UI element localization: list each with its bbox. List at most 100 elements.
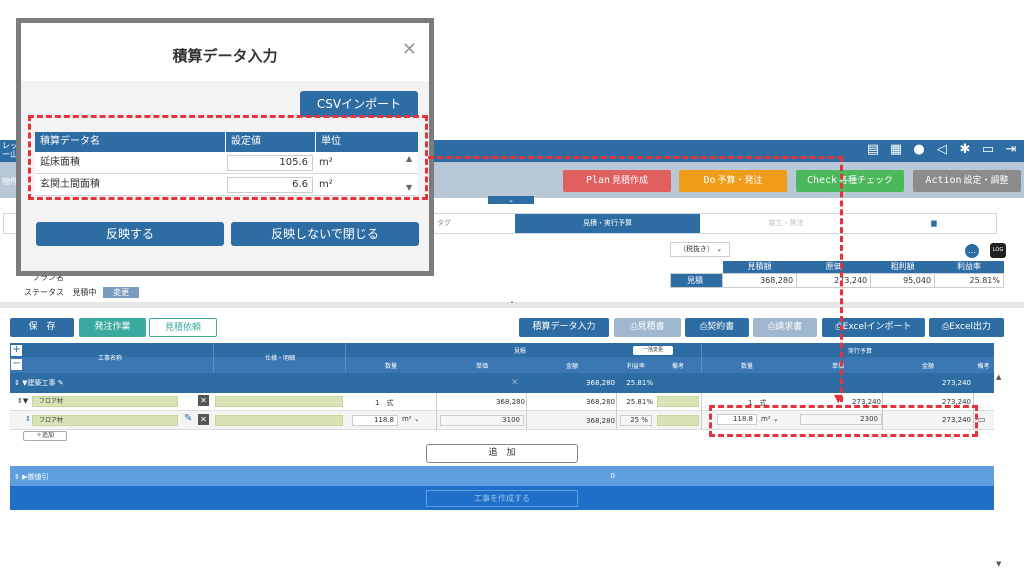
- category-rate: 25.81%: [626, 379, 653, 387]
- unit-cell: m²: [319, 157, 333, 168]
- csv-import-button[interactable]: CSVインポート: [300, 91, 418, 117]
- contract-doc-button[interactable]: ⎙契約書: [685, 318, 749, 337]
- item-spec-field[interactable]: [215, 396, 343, 407]
- calendar-icon[interactable]: ▦: [889, 142, 903, 157]
- header-spec: 仕様・明細: [264, 355, 295, 362]
- value-input[interactable]: 105.6: [227, 155, 313, 171]
- value-input[interactable]: 6.6: [227, 177, 313, 193]
- header-work-name: 工事名称: [97, 355, 122, 362]
- detail-qty-input[interactable]: 118.8: [352, 415, 398, 426]
- top-icons: ▤ ▦ ● ◁ ✱ ▭ ⇥: [866, 142, 1018, 158]
- category-row-label: ⇕ ▼建築工事 ✎: [14, 379, 64, 387]
- estimate-request-button[interactable]: 見積依頼: [149, 318, 217, 337]
- status-label: ステータス: [24, 288, 64, 297]
- summary-value: 95,040: [870, 272, 936, 288]
- header-est-note: 備考: [671, 363, 684, 370]
- log-icon[interactable]: LOG: [990, 243, 1006, 258]
- logo-line-2: ー山丁: [2, 150, 26, 159]
- detail-name-field[interactable]: フロア材: [32, 415, 178, 426]
- estimate-data-input-button[interactable]: 積算データ入力: [519, 318, 609, 337]
- chat-icon[interactable]: ●: [913, 142, 925, 157]
- create-work-button[interactable]: 工事を作成する: [426, 490, 578, 507]
- note-icon[interactable]: ▭: [978, 415, 986, 424]
- scroll-down-icon[interactable]: ▼: [406, 183, 413, 192]
- add-row-button[interactable]: 追 加: [426, 444, 578, 463]
- category-row[interactable]: [10, 373, 994, 393]
- header-data-name: 積算データ名: [35, 132, 225, 152]
- header-exec-note: 備考: [977, 363, 990, 370]
- gear-icon[interactable]: ✱: [959, 142, 971, 157]
- highlight-box-modal-table: [28, 115, 428, 200]
- detail-exec-qty-input[interactable]: 118.8: [717, 414, 757, 425]
- detail-note-field[interactable]: [657, 415, 699, 426]
- item-name-field[interactable]: フロア材: [32, 396, 178, 407]
- tab-folder[interactable]: ▆: [931, 219, 937, 227]
- close-without-apply-button[interactable]: 反映しないで閉じる: [231, 222, 419, 246]
- logout-icon[interactable]: ⇥: [1005, 142, 1017, 157]
- document-icon[interactable]: ▤: [866, 142, 880, 157]
- add-detail-button[interactable]: ＋追加: [23, 431, 67, 441]
- scroll-down-icon[interactable]: ▼: [996, 560, 1002, 568]
- delete-icon[interactable]: ✕: [198, 395, 209, 406]
- excel-import-button[interactable]: ⎙Excelインポート: [822, 318, 925, 337]
- grid-header-bottom: [10, 357, 994, 373]
- bulk-change-button[interactable]: 一括変更: [633, 346, 673, 355]
- delete-icon[interactable]: ✕: [511, 378, 519, 388]
- collapse-divider[interactable]: ⌃: [0, 302, 1024, 308]
- megaphone-icon[interactable]: ◁: [937, 142, 947, 157]
- tab-tag[interactable]: タグ: [437, 219, 451, 227]
- item-qty: 1 式: [375, 399, 394, 407]
- item-drag-handle-icon[interactable]: ⇕▼: [17, 397, 29, 405]
- estimate-data-modal: 積算データ入力 ✕ CSVインポート 積算データ名 設定値 単位 延床面積 10…: [16, 18, 434, 276]
- header-est-qty: 数量: [384, 363, 397, 370]
- detail-exec-price-input[interactable]: 2300: [800, 414, 882, 425]
- tax-select[interactable]: （税抜き） ⌄: [670, 242, 730, 257]
- summary-header: 見積額: [722, 261, 797, 273]
- excel-export-button[interactable]: ⎙Excel出力: [929, 318, 1004, 337]
- tab-estimate-budget[interactable]: 見積・実行予算: [515, 214, 700, 233]
- table-row: 延床面積 105.6 m² ▲: [35, 152, 418, 174]
- detail-price-input[interactable]: 3100: [440, 415, 524, 426]
- category-amount: 368,280: [586, 379, 615, 387]
- category-exec-amount: 273,240: [942, 379, 971, 387]
- order-work-button[interactable]: 発注作業: [79, 318, 146, 337]
- detail-spec-field[interactable]: [215, 415, 343, 426]
- header-value: 設定値: [225, 132, 315, 152]
- header-exec-budget: 実行予算: [847, 348, 872, 355]
- discount-row-label: ⇕ ▶御値引: [14, 473, 49, 481]
- delete-icon[interactable]: ✕: [198, 414, 209, 425]
- collapse-all-icon[interactable]: −: [11, 358, 22, 370]
- expand-all-icon[interactable]: +: [11, 344, 22, 356]
- detail-exec-unit-select[interactable]: m² ⌄: [761, 415, 779, 423]
- change-status-button[interactable]: 変更: [103, 287, 140, 298]
- discount-row[interactable]: [10, 466, 994, 486]
- summary-header: 原価: [796, 261, 871, 273]
- item-exec-price: 273,240: [852, 398, 881, 406]
- chevron-down-icon[interactable]: ⌄: [488, 196, 534, 204]
- item-row[interactable]: [10, 393, 994, 411]
- grid-header-top: [10, 343, 994, 357]
- detail-unit-select[interactable]: m² ⌄: [402, 415, 420, 423]
- estimate-doc-button[interactable]: ⎙見積書: [614, 318, 681, 337]
- scroll-up-icon[interactable]: ▲: [996, 373, 1002, 381]
- edit-icon[interactable]: ✎: [184, 413, 193, 424]
- folder-icon[interactable]: ▭: [981, 142, 995, 157]
- detail-drag-handle-icon[interactable]: ⇕: [25, 415, 31, 423]
- comment-icon[interactable]: …: [965, 244, 979, 258]
- apply-button[interactable]: 反映する: [36, 222, 224, 246]
- unit-cell: m²: [319, 179, 333, 190]
- close-icon[interactable]: ✕: [401, 39, 417, 60]
- item-note-field[interactable]: [657, 396, 699, 407]
- detail-rate-input[interactable]: 25 %: [620, 415, 652, 426]
- plan-label: プラン名: [32, 273, 64, 282]
- header-est-rate: 利益率: [626, 363, 645, 370]
- save-button[interactable]: 保 存: [10, 318, 74, 337]
- invoice-doc-button[interactable]: ⎙請求書: [753, 318, 817, 337]
- modal-body: CSVインポート 積算データ名 設定値 単位 延床面積 105.6 m² ▲ 玄…: [21, 81, 429, 271]
- scroll-up-icon[interactable]: ▲: [406, 154, 413, 163]
- tab-completion-order[interactable]: 竣工・発注: [768, 219, 804, 227]
